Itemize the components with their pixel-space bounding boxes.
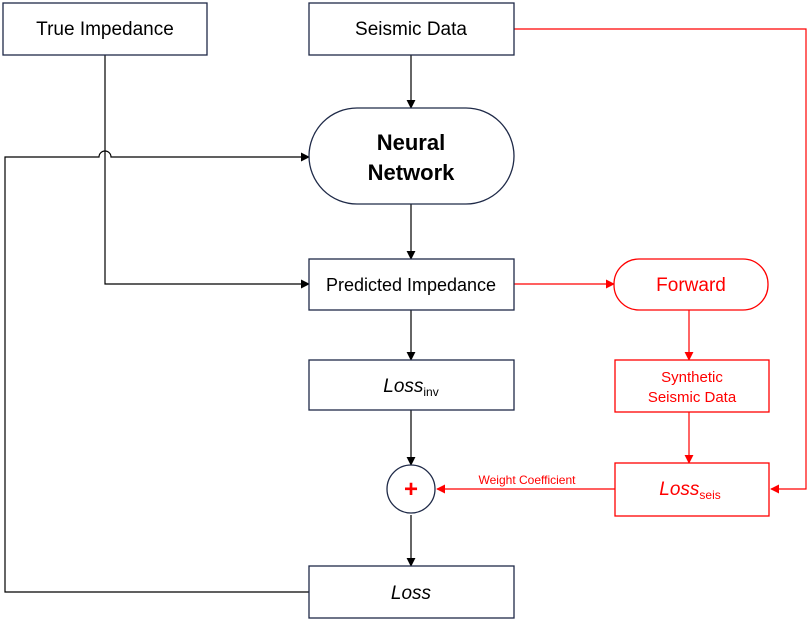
loss-inv-label: Lossinv <box>383 376 438 399</box>
seismic-data-label: Seismic Data <box>355 19 467 40</box>
node-loss-seis: Lossseis <box>614 462 770 517</box>
node-neural-network: Neural Network <box>308 107 515 205</box>
node-forward: Forward <box>613 258 769 311</box>
loss-seis-sub: seis <box>699 488 720 502</box>
node-seismic-data: Seismic Data <box>308 2 515 56</box>
edge-loss-feedback-to-nn <box>4 150 310 593</box>
forward-label: Forward <box>656 275 726 296</box>
node-loss-inv: Lossinv <box>308 359 515 411</box>
true-impedance-label: True Impedance <box>36 19 174 40</box>
edge-seismic-to-lossseis <box>514 28 807 494</box>
neural-network-label-line1: Neural <box>377 130 445 155</box>
loss-label: Loss <box>391 583 432 604</box>
node-predicted-impedance: Predicted Impedance <box>308 258 515 311</box>
predicted-impedance-label: Predicted Impedance <box>326 275 496 295</box>
node-true-impedance: True Impedance <box>2 2 208 56</box>
weight-coefficient-label: Weight Coefficient <box>479 473 577 487</box>
edge-true-to-predicted <box>104 55 310 289</box>
loss-inv-main: Loss <box>383 376 424 397</box>
synthetic-label-line1: Synthetic <box>661 369 723 386</box>
node-synthetic-seismic-data: Synthetic Seismic Data <box>614 359 770 413</box>
loss-seis-label: Lossseis <box>659 479 720 502</box>
loss-seis-main: Loss <box>659 479 700 500</box>
plus-icon: + <box>404 476 418 503</box>
node-plus: + <box>386 464 436 514</box>
edges-red <box>436 28 807 494</box>
synthetic-label-line2: Seismic Data <box>648 389 737 406</box>
node-loss: Loss <box>308 565 515 619</box>
loss-inv-sub: inv <box>423 385 438 399</box>
edges-black <box>4 55 416 593</box>
neural-network-label-line2: Network <box>368 160 456 185</box>
